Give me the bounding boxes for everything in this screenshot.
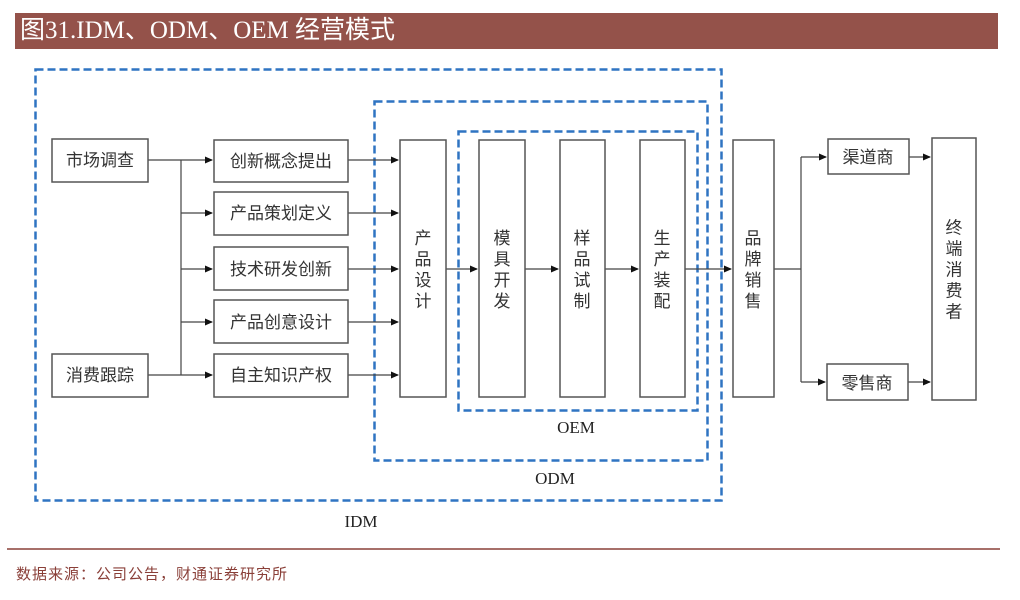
activity-label: 技术研发创新 xyxy=(230,260,332,280)
end-consumer-box xyxy=(931,137,977,401)
end-consumer-label: 终端消费者 xyxy=(946,219,963,323)
mode-diagram: 市场调查 消费跟踪 创新概念提出 产品策划定义 技术研发创新 产品创意设计 自主… xyxy=(34,68,977,531)
idm-scope-label: IDM xyxy=(344,512,377,531)
consumer-tracking-box xyxy=(51,353,149,398)
channel-label: 零售商 xyxy=(842,374,893,394)
activity-box-creative-design xyxy=(213,299,349,344)
input-label: 消费跟踪 xyxy=(66,366,134,386)
idm-scope-border xyxy=(34,68,723,502)
oem-step-label: 生产装配 xyxy=(654,229,671,312)
activity-label: 创新概念提出 xyxy=(230,151,332,172)
footer-divider xyxy=(7,548,1000,550)
activity-box-product-planning xyxy=(213,191,349,236)
activity-box-ip xyxy=(213,353,349,398)
sample-trial-box xyxy=(559,139,606,398)
oem-scope-label: OEM xyxy=(557,418,595,437)
source-note: 数据来源：公司公告，财通证券研究所 xyxy=(16,565,289,583)
activity-label: 自主知识产权 xyxy=(230,366,332,386)
retailer-box xyxy=(826,363,909,401)
activity-box-tech-rd xyxy=(213,246,349,291)
production-assembly-box xyxy=(639,139,686,398)
brand-sales-label: 品牌销售 xyxy=(745,229,762,312)
activity-label: 产品策划定义 xyxy=(230,204,332,224)
oem-step-label: 模具开发 xyxy=(494,229,511,312)
brand-sales-box xyxy=(732,139,775,398)
odm-scope-label: ODM xyxy=(535,469,575,488)
odm-scope-border xyxy=(373,100,709,462)
activity-label: 产品创意设计 xyxy=(230,313,332,333)
input-label: 市场调查 xyxy=(66,151,134,171)
market-research-box xyxy=(51,138,149,183)
oem-step-label: 样品试制 xyxy=(574,229,591,312)
mold-development-box xyxy=(478,139,526,398)
channel-dealer-box xyxy=(827,138,910,175)
product-design-box xyxy=(399,139,447,398)
oem-scope-border xyxy=(457,130,699,412)
figure-title: 图31.IDM、ODM、OEM 经营模式 xyxy=(20,17,396,44)
title-bar: 图31.IDM、ODM、OEM 经营模式 xyxy=(15,13,998,49)
channel-label: 渠道商 xyxy=(843,148,894,168)
activity-box-innovation-concept xyxy=(213,139,349,183)
product-design-label: 产品设计 xyxy=(415,229,432,312)
